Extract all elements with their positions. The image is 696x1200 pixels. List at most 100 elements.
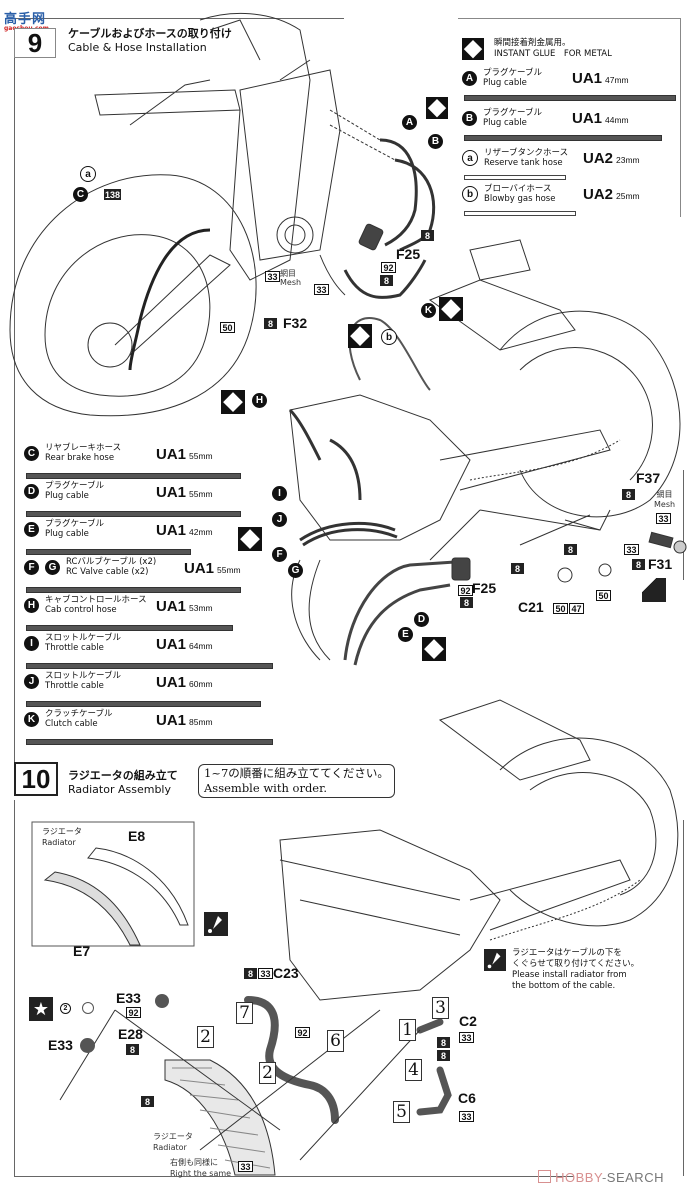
f25-connector-top [358, 223, 384, 251]
cable-b-drawing [394, 158, 436, 252]
order-num-2b: 2 [259, 1062, 276, 1084]
cable-name-en: Cab control hose [45, 605, 117, 615]
cable-i-drawing [329, 438, 362, 501]
cable-name-en: Plug cable [45, 529, 89, 539]
paint-8-c2: 8 [437, 1037, 450, 1048]
cable-name-jp: プラグケーブル [45, 519, 104, 529]
cable-name-en: RC Valve cable (x2) [66, 567, 149, 577]
cable-length: 47mm [605, 75, 629, 85]
paint-33-radiator: 33 [238, 1161, 253, 1172]
step10-title: ラジエータの組み立て Radiator Assembly [68, 767, 178, 796]
swingarm-top [209, 19, 311, 81]
step-number-9: 9 [14, 28, 56, 58]
cable-name-jp: ブローバイホース [484, 184, 552, 194]
part-C21: C21 [518, 599, 544, 615]
cable-id-badge: F [24, 559, 39, 575]
cable-length: 55mm [217, 565, 241, 575]
cable-name-en: Clutch cable [45, 719, 98, 729]
paint-8-f32: 8 [264, 318, 277, 329]
paint-50-f32: 50 [220, 322, 235, 333]
paint-8-c23: 8 [244, 968, 257, 979]
paint-2-circle: 2 [60, 1003, 71, 1014]
callout-C: C [73, 187, 88, 202]
part-F32: F32 [283, 315, 308, 331]
gear-lever [519, 509, 611, 546]
cable-b-hose [348, 317, 431, 391]
step9-title-jp: ケーブルおよびホースの取り付け [68, 27, 232, 40]
paint-33-mesh-a: 33 [265, 271, 280, 282]
cable-name-en: Blowby gas hose [484, 194, 556, 204]
part-E7: E7 [73, 943, 91, 959]
cable-length-bar [26, 587, 241, 593]
hobby-search-watermark: HOBBY-SEARCH [538, 1170, 664, 1185]
cable-id-badge: a [462, 150, 478, 166]
cable-length-bar [26, 511, 241, 517]
f25-connector-bottom [451, 557, 471, 581]
cable-id-badge: b [462, 186, 478, 202]
cable-c-drawing [128, 228, 211, 371]
glue-diamond-icon [462, 38, 484, 60]
cable-length: 25mm [616, 191, 640, 201]
caution-icon-right [484, 949, 506, 971]
paint-8-f25b: 8 [380, 275, 393, 286]
glue-diamond-icon-k [439, 297, 463, 321]
cable-id-badge: J [24, 673, 39, 689]
cable-length: 42mm [189, 527, 213, 537]
step-number-10: 10 [14, 762, 58, 796]
engine-block [239, 69, 341, 261]
part-C23: C23 [273, 965, 299, 981]
caution-icon-left [204, 912, 228, 936]
order-num-3: 3 [432, 997, 449, 1019]
cable-id-badge: D [24, 483, 39, 499]
cable-fg-drawing [299, 522, 396, 542]
cable-e-drawing [353, 583, 451, 666]
paint-92-f25b: 92 [458, 585, 473, 596]
upper-frame [94, 79, 241, 126]
cable-length-bar [464, 135, 662, 141]
watermark-cn: 高手网 [4, 12, 47, 27]
cable-name-en: Plug cable [483, 78, 527, 88]
step10-title-jp: ラジエータの組み立て [68, 769, 178, 782]
step9-title: ケーブルおよびホースの取り付け Cable & Hose Installatio… [68, 25, 232, 54]
callout-F: F [272, 547, 287, 562]
cable-d-drawing [343, 560, 456, 661]
order-num-4: 4 [405, 1059, 422, 1081]
front-fork [114, 254, 231, 356]
inset-radiator-e7 [43, 871, 141, 946]
paint-33-c23: 33 [258, 968, 273, 979]
hose-c23 [244, 996, 339, 1124]
paint-50-c21: 50 [553, 603, 568, 614]
step10-frame-left [14, 800, 15, 1176]
part-E8: E8 [128, 828, 146, 844]
cable-id-badge: E [24, 521, 39, 537]
step10-title-en: Radiator Assembly [68, 783, 172, 796]
s10-swingarm [469, 859, 631, 931]
cable-name-jp: スロットルケーブル [45, 633, 121, 643]
glue-legend-text: 瞬間接着剤金属用。 INSTANT GLUE FOR METAL [494, 38, 612, 59]
inset-radiator-e8 [87, 847, 189, 926]
callout-E: E [398, 627, 413, 642]
callout-b-mid: b [381, 329, 397, 345]
part-C2: C2 [459, 1013, 477, 1029]
paint-33-f37: 33 [624, 544, 639, 555]
s10-subframe [438, 699, 591, 781]
cable-id-badge: H [24, 597, 39, 613]
part-F31: F31 [648, 556, 673, 572]
paint-33-c6: 33 [459, 1111, 474, 1122]
cable-length: 53mm [189, 603, 213, 613]
e33-cap-filled-left [80, 1038, 95, 1053]
